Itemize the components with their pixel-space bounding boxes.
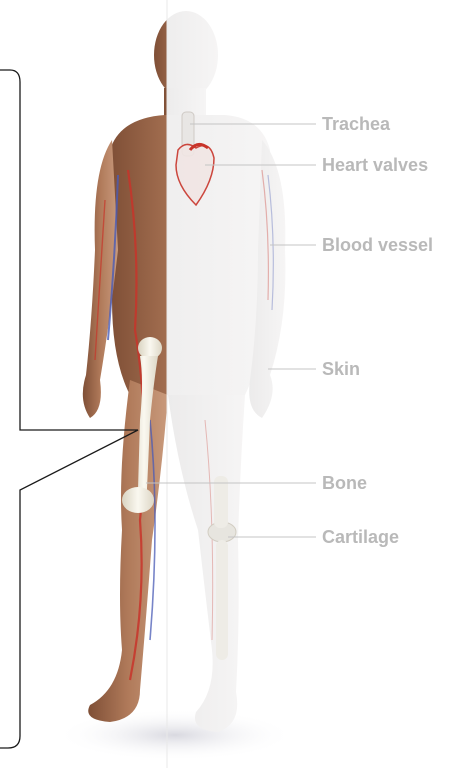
label-skin: Skin [322,359,360,379]
label-trachea: Trachea [322,114,391,134]
label-blood-vessel: Blood vessel [322,235,433,255]
floor-shadow [55,709,295,761]
label-bone: Bone [322,473,367,493]
label-heart-valves: Heart valves [322,155,428,175]
label-cartilage: Cartilage [322,527,399,547]
